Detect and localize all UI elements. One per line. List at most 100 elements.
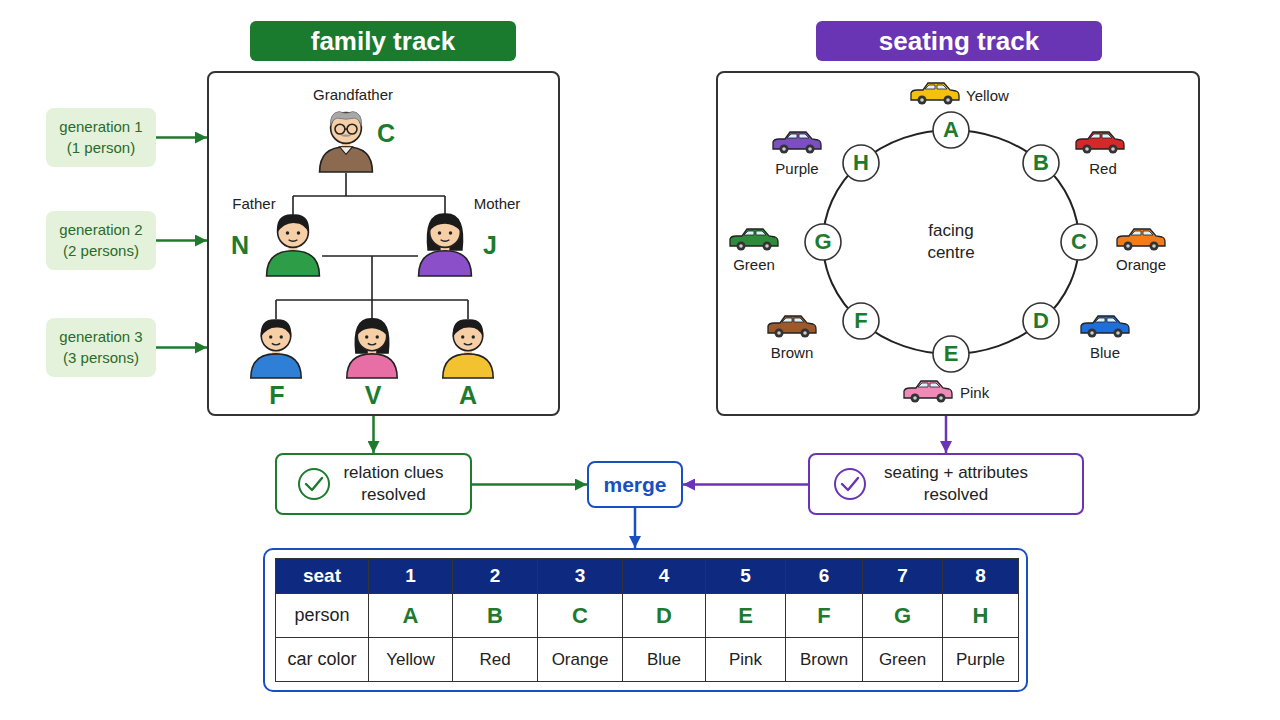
- check-icon: [299, 469, 329, 499]
- table-cell: B: [453, 594, 538, 638]
- flow-arrow: [634, 508, 637, 548]
- track-header: seating track: [816, 21, 1102, 61]
- table-cell: 7: [863, 559, 943, 594]
- person-letter: N: [231, 231, 249, 260]
- child-avatar: [443, 319, 493, 378]
- table-cell: Purple: [943, 638, 1019, 682]
- node-text: E: [944, 341, 959, 367]
- seat-ring: [843, 145, 879, 181]
- table-cell: E: [706, 594, 786, 638]
- generation-box: generation 3 (3 persons): [46, 318, 156, 377]
- tree-line: [292, 196, 294, 215]
- mother-avatar: [419, 213, 472, 276]
- flow-arrow: [683, 483, 808, 486]
- tree-line: [444, 196, 446, 215]
- table-cell: G: [863, 594, 943, 638]
- seat-circle: A: [932, 111, 970, 149]
- track-header: family track: [250, 21, 516, 61]
- status-box: seating + attributes resolved: [808, 453, 1084, 515]
- car-icon: [904, 381, 952, 403]
- flow-arrow: [156, 239, 207, 242]
- node-text: generation 3 (3 persons): [54, 327, 148, 368]
- status-box: relation clues resolved: [275, 453, 472, 515]
- car-color-label: Yellow: [966, 87, 1009, 104]
- flow-arrow: [156, 136, 207, 139]
- seat-ring: [1061, 224, 1097, 260]
- car-color-label: Red: [1089, 160, 1117, 177]
- seat-circle: D: [1022, 302, 1060, 340]
- flow-arrow: [945, 416, 948, 453]
- table-cell: F: [786, 594, 863, 638]
- node-text: generation 2 (2 persons): [54, 220, 148, 261]
- car-color-label: Green: [733, 256, 775, 273]
- seat-ring: [1023, 145, 1059, 181]
- node-text: generation 1 (1 person): [54, 117, 148, 158]
- tree-line: [293, 195, 445, 197]
- tree-line: [467, 300, 469, 319]
- table-cell: Green: [863, 638, 943, 682]
- table-grid: seat12345678personABCDEFGHcar colorYello…: [275, 558, 1019, 682]
- tree-line: [371, 300, 373, 319]
- node-text: A: [943, 117, 959, 143]
- child-avatar: [347, 318, 397, 378]
- seat-circle: E: [932, 335, 970, 373]
- node-text: F: [854, 308, 867, 334]
- generation-box: generation 2 (2 persons): [46, 211, 156, 270]
- table-cell: 5: [706, 559, 786, 594]
- node-text: seating + attributes resolved: [871, 462, 1041, 506]
- role-label: Grandfather: [313, 86, 393, 103]
- check-mark: [306, 478, 322, 490]
- car-icon: [1117, 229, 1165, 251]
- seat-ring: [933, 112, 969, 148]
- marriage-line: [322, 255, 418, 257]
- car-icon: [1081, 316, 1129, 338]
- car-color-label: Blue: [1090, 344, 1120, 361]
- node-text: B: [1033, 150, 1049, 176]
- table-cell: seat: [276, 559, 369, 594]
- table-cell: Pink: [706, 638, 786, 682]
- seat-ring: [933, 336, 969, 372]
- result-table: seat12345678personABCDEFGHcar colorYello…: [263, 548, 1028, 692]
- check-mark: [842, 478, 858, 490]
- seat-circle: H: [842, 144, 880, 182]
- merge-box: merge: [587, 461, 683, 508]
- car-icon: [1076, 132, 1124, 154]
- node-text: D: [1033, 308, 1049, 334]
- person-letter: J: [483, 231, 497, 260]
- car-color-label: Brown: [771, 344, 814, 361]
- car-icon: [730, 229, 778, 251]
- table-cell: 8: [943, 559, 1019, 594]
- node-text: seating track: [879, 26, 1039, 57]
- track-panel: seating trackfacing centreABCDEFGH: [716, 71, 1200, 416]
- node-text: family track: [311, 26, 456, 57]
- seat-ring: [1023, 303, 1059, 339]
- node-text: G: [814, 229, 831, 255]
- flow-arrow: [156, 346, 207, 349]
- table-cell: 4: [623, 559, 706, 594]
- table-cell: 1: [369, 559, 453, 594]
- ring-line: [823, 130, 1079, 354]
- table-cell: Blue: [623, 638, 706, 682]
- table-cell: A: [369, 594, 453, 638]
- table-cell: 6: [786, 559, 863, 594]
- person-letter: F: [269, 381, 284, 410]
- table-cell: H: [943, 594, 1019, 638]
- table-cell: car color: [276, 638, 369, 682]
- node-text: H: [853, 150, 869, 176]
- table-cell: 3: [538, 559, 623, 594]
- check-icon: [835, 469, 865, 499]
- family-tree-lines: [276, 173, 468, 319]
- node-text: merge: [603, 473, 666, 497]
- seat-circle: B: [1022, 144, 1060, 182]
- generation-box: generation 1 (1 person): [46, 108, 156, 167]
- person-letter: A: [459, 381, 477, 410]
- node-text: C: [1071, 229, 1087, 255]
- table-cell: 2: [453, 559, 538, 594]
- seat-circle: G: [804, 223, 842, 261]
- car-icon: [768, 316, 816, 338]
- person-letter: C: [377, 119, 395, 148]
